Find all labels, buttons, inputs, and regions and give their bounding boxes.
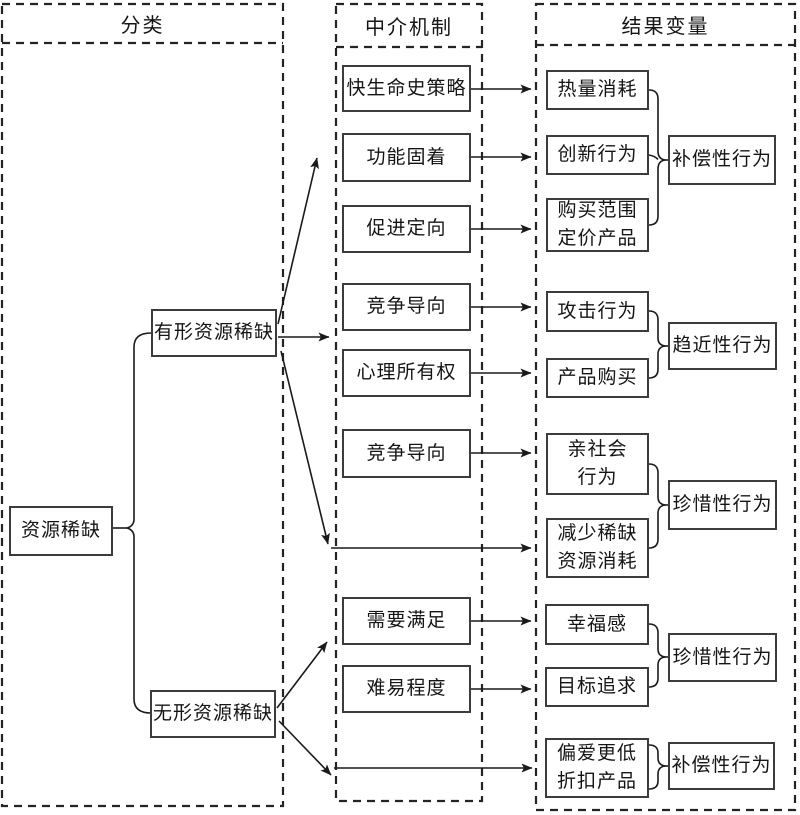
node-range-priced-products: 购买范围 定价产品 [546, 198, 649, 252]
arrow-tangible-to-upper-mediators [277, 157, 319, 325]
classification-column-frame [0, 2, 285, 808]
bracket-compensatory2-top [648, 744, 666, 767]
node-compensatory-behavior-2: 补偿性行为 [668, 742, 775, 790]
node-competition-orientation-1: 竞争导向 [342, 283, 471, 331]
root-brace-connector [113, 332, 152, 714]
bracket-compensatory2-bottom [648, 765, 666, 790]
outcome-column-header: 结果变量 [621, 14, 710, 38]
root-brace [124, 332, 152, 714]
node-aggressive-behavior: 攻击行为 [546, 291, 649, 332]
arrow-tangible-down-bend [280, 350, 330, 545]
bracket-approach-bottom [648, 345, 666, 379]
classification-column-header: 分类 [120, 13, 165, 37]
node-tangible-scarcity: 有形资源稀缺 [151, 309, 277, 357]
node-goal-pursuit: 目标追求 [545, 667, 649, 707]
bracket-cherish2-top [648, 623, 666, 658]
node-competition-orientation-2: 竞争导向 [342, 429, 471, 478]
node-functional-fixedness: 功能固着 [342, 133, 471, 182]
bracket-cherish1-top [648, 463, 666, 506]
bracket-compensatory-mid [648, 154, 659, 161]
node-innovation-behavior: 创新行为 [546, 135, 649, 175]
node-calorie-consumption: 热量消耗 [546, 70, 649, 110]
bracket-compensatory-top [648, 89, 666, 161]
node-compensatory-behavior-1: 补偿性行为 [668, 135, 776, 185]
outcome-column-frame [534, 2, 797, 812]
node-resource-scarcity: 资源稀缺 [9, 506, 113, 556]
bracket-cherish2-bottom [648, 656, 666, 688]
outcome-group-brackets [648, 89, 668, 790]
arrow-intangible-to-lower-mediators [276, 641, 328, 709]
node-cherishing-behavior-2: 珍惜性行为 [668, 633, 777, 682]
mediator-column-header: 中介机制 [365, 15, 453, 39]
node-reduce-scarce-consumption: 减少稀缺 资源消耗 [546, 518, 649, 578]
bracket-cherish1-bottom [648, 504, 666, 549]
node-product-purchase: 产品购买 [546, 358, 649, 398]
node-psychological-ownership: 心理所有权 [342, 349, 471, 397]
node-intangible-scarcity: 无形资源稀缺 [150, 690, 276, 738]
node-difficulty-level: 难易程度 [342, 665, 471, 713]
bracket-approach-top [648, 310, 666, 347]
node-fast-life-history-strategy: 快生命史策略 [342, 65, 471, 112]
arrow-intangible-down-bend [278, 720, 332, 776]
arrows [276, 84, 533, 776]
node-prosocial-behavior: 亲社会 行为 [546, 433, 649, 495]
node-cherishing-behavior-1: 珍惜性行为 [668, 480, 777, 530]
mediator-column-frame [334, 2, 484, 803]
node-prefer-lower-discount: 偏爱更低 折扣产品 [545, 738, 649, 798]
node-well-being: 幸福感 [545, 604, 649, 645]
node-promotion-orientation: 促进定向 [342, 205, 471, 253]
node-approach-behavior: 趋近性行为 [668, 322, 777, 370]
node-need-satisfaction: 需要满足 [342, 597, 471, 645]
bracket-compensatory-bottom [648, 159, 666, 226]
